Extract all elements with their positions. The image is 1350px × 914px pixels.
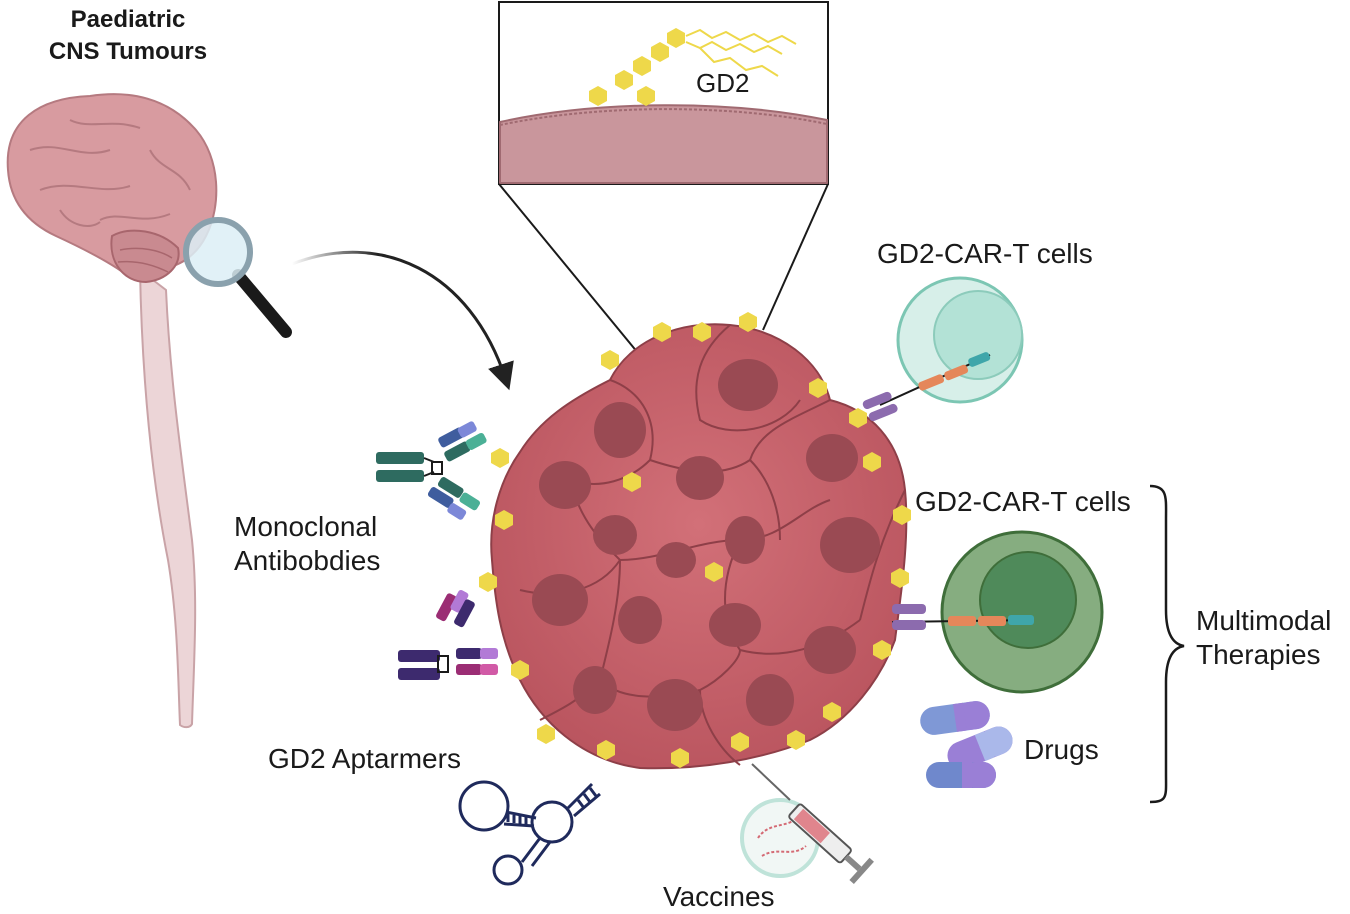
title-line-1: Paediatric xyxy=(70,6,186,33)
title-line-2: CNS Tumours xyxy=(48,38,208,65)
capsule-icon xyxy=(920,701,1013,788)
page-title: Paediatric CNS Tumours xyxy=(28,4,228,68)
multimodal-label-line2: Therapies xyxy=(1196,639,1321,670)
antibodies-label-line2: Antibobdies xyxy=(234,545,381,576)
aptamer-icon xyxy=(458,780,601,886)
inset-gd2-label: GD2 xyxy=(696,68,750,98)
flow-arrow xyxy=(291,250,514,391)
t-cell-icon xyxy=(862,276,1024,422)
magnifier-icon xyxy=(183,217,292,338)
car-t-bottom-label: GD2-CAR-T cells xyxy=(915,486,1131,517)
brain-icon xyxy=(6,93,218,729)
gd2-molecule xyxy=(589,28,797,106)
gd2-inset-box xyxy=(498,1,829,371)
aptamers-label: GD2 Aptarmers xyxy=(268,743,461,774)
tumour-cluster xyxy=(479,312,911,770)
vaccines-label: Vaccines xyxy=(663,881,775,912)
syringe-icon xyxy=(740,763,874,885)
brace-icon xyxy=(1149,484,1185,804)
antibody-icon xyxy=(398,589,498,680)
drugs-label: Drugs xyxy=(1024,734,1099,765)
antibody-icon xyxy=(376,421,487,520)
car-t-top-label: GD2-CAR-T cells xyxy=(877,238,1093,269)
multimodal-label-line1: Multimodal xyxy=(1196,605,1332,636)
t-cell-icon xyxy=(891,530,1104,694)
antibodies-label-line1: Monoclonal xyxy=(234,511,378,542)
